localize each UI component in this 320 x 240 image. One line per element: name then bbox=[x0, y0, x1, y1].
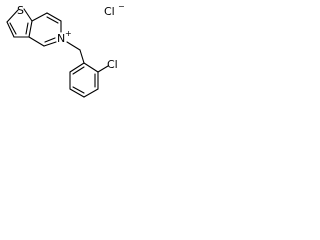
bond-b6-b1-double bbox=[72, 66, 85, 75]
chemical-structure-diagram: S N + Cl Cl − bbox=[0, 0, 136, 109]
chlorine-substituent-label: Cl bbox=[107, 58, 118, 71]
bond-c7a-s bbox=[23, 8, 33, 22]
chloride-counterion-charge: − bbox=[118, 2, 125, 11]
bond-b3-b4 bbox=[83, 88, 99, 98]
chloride-counterion-label: Cl bbox=[104, 5, 115, 18]
pyridinium-ring bbox=[25, 12, 62, 47]
sulfur-label: S bbox=[17, 4, 24, 17]
bond-n-ch2 bbox=[66, 41, 81, 51]
thiophene-ring bbox=[6, 8, 33, 38]
bond-b4-b5 bbox=[69, 88, 85, 98]
bond-b1-b2 bbox=[83, 62, 99, 73]
bond-b6-b1 bbox=[69, 62, 85, 73]
bond-c7a-c7 bbox=[31, 12, 48, 22]
nitrogen-label: N bbox=[57, 32, 65, 45]
bond-c7-c6-double bbox=[46, 16, 59, 24]
bond-b2-cl bbox=[97, 65, 109, 73]
bond-c2-c3-double bbox=[9, 22, 17, 35]
bond-c4-c3a bbox=[28, 36, 45, 47]
chlorophenyl-ring bbox=[69, 62, 109, 98]
bond-n-c4 bbox=[43, 41, 57, 47]
bond-c2-c3 bbox=[6, 21, 15, 38]
bond-n-c4-double bbox=[44, 37, 56, 43]
molecule-svg: S N + Cl Cl − bbox=[6, 2, 125, 98]
nitrogen-charge: + bbox=[65, 29, 72, 38]
bond-c3a-c7a bbox=[28, 20, 33, 38]
bond-s-c2 bbox=[6, 9, 19, 23]
bond-c3a-c7a-double bbox=[25, 22, 29, 35]
bond-c7-c6 bbox=[46, 12, 62, 22]
bond-b4-b5-double bbox=[72, 86, 85, 94]
bond-ch2-aryl bbox=[79, 49, 85, 64]
